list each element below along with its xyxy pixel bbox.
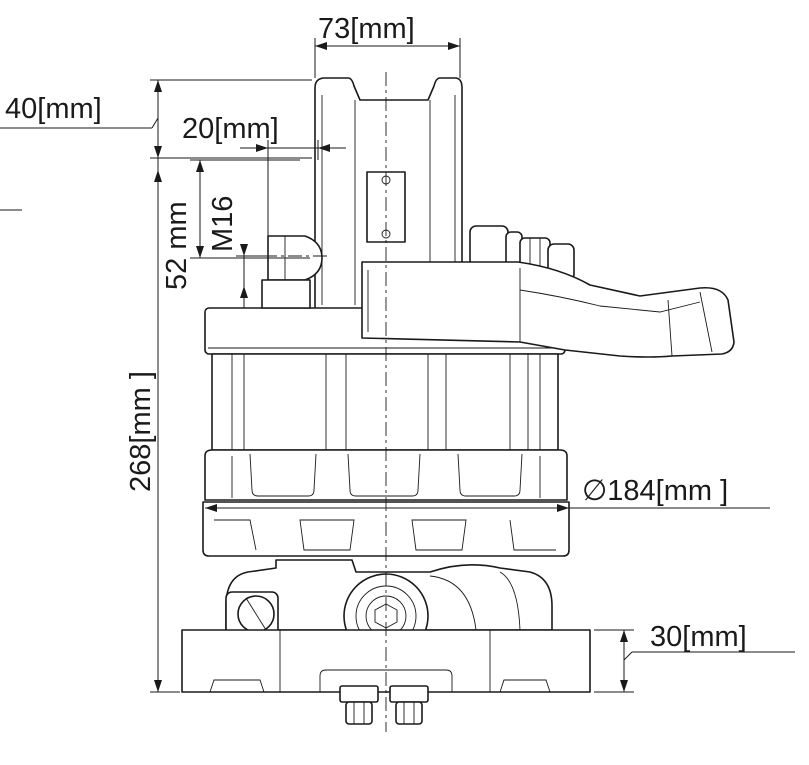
dim-label-pin-height: 52 mm xyxy=(161,201,193,290)
dim-label-diameter: ∅184[mm ] xyxy=(582,475,728,507)
bottom-ports xyxy=(339,685,429,725)
dimension-top-offset: 40[mm] xyxy=(0,79,312,159)
dim-label-total-height: 268[mm ] xyxy=(125,371,157,492)
dim-label-top-width: 73[mm] xyxy=(318,13,415,45)
dimension-diameter: ∅184[mm ] xyxy=(205,475,770,512)
dimension-top-width: 73[mm] xyxy=(314,13,461,78)
dimension-pin-offset: 20[mm] xyxy=(182,113,346,236)
dimension-pin-height: 52 mm xyxy=(161,159,300,290)
rotator-body xyxy=(181,72,735,732)
arm-bracket xyxy=(361,261,735,358)
dim-label-top-offset: 40[mm] xyxy=(5,93,102,125)
dim-label-thread: M16 xyxy=(207,196,239,252)
dimension-flange-height: 30[mm] xyxy=(594,621,795,693)
m16-pin xyxy=(261,235,323,309)
dim-label-flange-height: 30[mm] xyxy=(650,621,747,653)
column-section xyxy=(211,353,559,451)
dim-label-pin-offset: 20[mm] xyxy=(182,113,279,145)
dimension-total-height: 268[mm ] xyxy=(125,158,180,693)
dimension-thread: M16 xyxy=(207,196,268,308)
